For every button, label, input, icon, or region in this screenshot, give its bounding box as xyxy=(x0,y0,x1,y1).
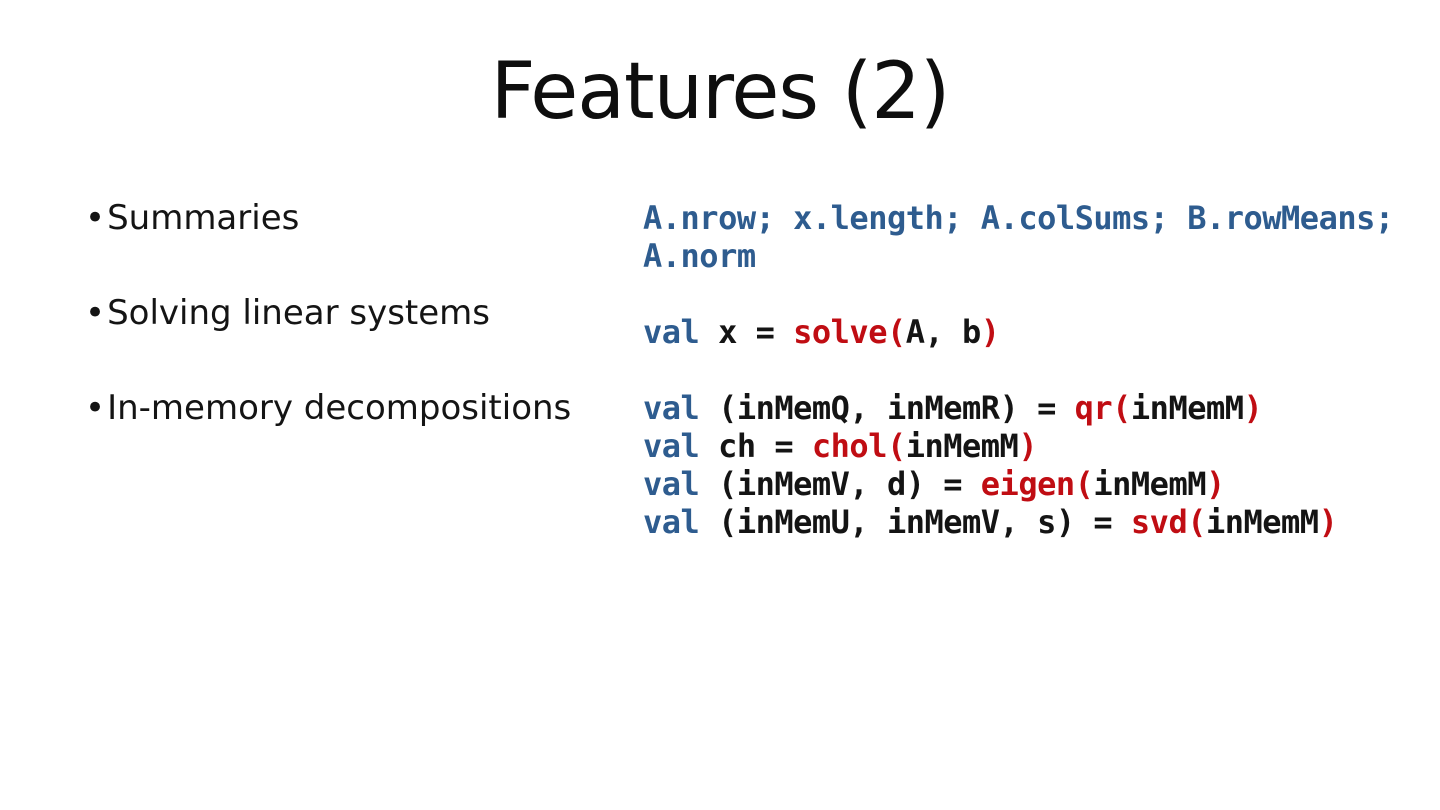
code-token: ) xyxy=(1243,389,1263,427)
bullet-item: •Summaries xyxy=(85,196,625,240)
code-line: A.nrow; x.length; A.colSums; B.rowMeans; xyxy=(643,199,1394,237)
bullet-marker-icon: • xyxy=(85,388,106,428)
code-line: A.norm xyxy=(643,237,1394,275)
bullet-list: •Summaries•Solving linear systems•In-mem… xyxy=(85,196,625,481)
code-token: val xyxy=(643,503,700,541)
bullet-item: •In-memory decompositions xyxy=(85,386,625,430)
code-line: val (inMemQ, inMemR) = qr(inMemM) xyxy=(643,389,1394,427)
code-token: inMemM xyxy=(1130,389,1244,427)
code-token: val xyxy=(643,427,700,465)
code-token: x = xyxy=(699,313,794,351)
code-token: val xyxy=(643,465,700,503)
code-token: ) xyxy=(1018,427,1038,465)
code-line xyxy=(643,275,1394,313)
code-line xyxy=(643,351,1394,389)
code-token: (inMemQ, inMemR) = xyxy=(699,389,1075,427)
code-token: A.norm xyxy=(643,237,756,275)
code-line: val x = solve(A, b) xyxy=(643,313,1394,351)
bullet-text: Solving linear systems xyxy=(107,293,491,333)
code-token: inMemM xyxy=(905,427,1019,465)
code-token: A.nrow; x.length; A.colSums; B.rowMeans; xyxy=(643,199,1394,237)
code-line: val ch = chol(inMemM) xyxy=(643,427,1394,465)
code-token: val xyxy=(643,313,700,351)
slide-title: Features (2) xyxy=(490,47,951,137)
bullet-marker-icon: • xyxy=(85,198,106,238)
code-token: ch = xyxy=(699,427,812,465)
code-token: solve( xyxy=(793,313,906,351)
code-token: chol( xyxy=(811,427,906,465)
code-token: ) xyxy=(1318,503,1338,541)
code-token: (inMemV, d) = xyxy=(699,465,981,503)
code-token: eigen( xyxy=(980,465,1094,503)
code-token: A, b xyxy=(905,313,982,351)
code-line: val (inMemU, inMemV, s) = svd(inMemM) xyxy=(643,503,1394,541)
code-token: ) xyxy=(980,313,1000,351)
bullet-text: In-memory decompositions xyxy=(107,388,572,428)
code-line: val (inMemV, d) = eigen(inMemM) xyxy=(643,465,1394,503)
code-token: ) xyxy=(1205,465,1225,503)
code-block: A.nrow; x.length; A.colSums; B.rowMeans;… xyxy=(643,199,1394,541)
code-token: val xyxy=(643,389,700,427)
bullet-item: •Solving linear systems xyxy=(85,291,625,335)
code-token: svd( xyxy=(1130,503,1207,541)
code-token: (inMemU, inMemV, s) = xyxy=(699,503,1131,541)
code-token: inMemM xyxy=(1093,465,1206,503)
code-token: inMemM xyxy=(1205,503,1319,541)
code-token: qr( xyxy=(1074,389,1132,427)
bullet-text: Summaries xyxy=(107,198,300,238)
bullet-marker-icon: • xyxy=(85,293,106,333)
